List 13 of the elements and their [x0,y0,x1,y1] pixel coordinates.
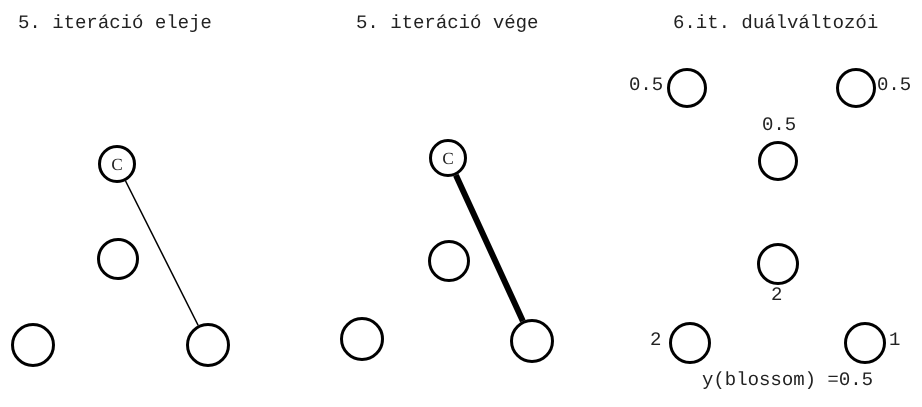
panel-heading: 5. iteráció eleje [18,14,212,33]
dual-value: 2 [650,331,662,350]
dual-value: 0.5 [877,76,912,95]
dual-value: 2 [771,286,782,305]
dual-value: 0.5 [762,116,796,135]
panel-heading: 6.it. duálváltozói [673,14,878,33]
vertex-label: C [111,156,123,172]
dual-value: 1 [889,331,900,350]
vertex-label: C [442,150,454,166]
blossom-value: y(blossom) =0.5 [702,371,874,390]
edge-line [124,180,199,326]
dual-value: 0.5 [629,76,664,95]
panel-heading: 5. iteráció vége [356,14,538,33]
